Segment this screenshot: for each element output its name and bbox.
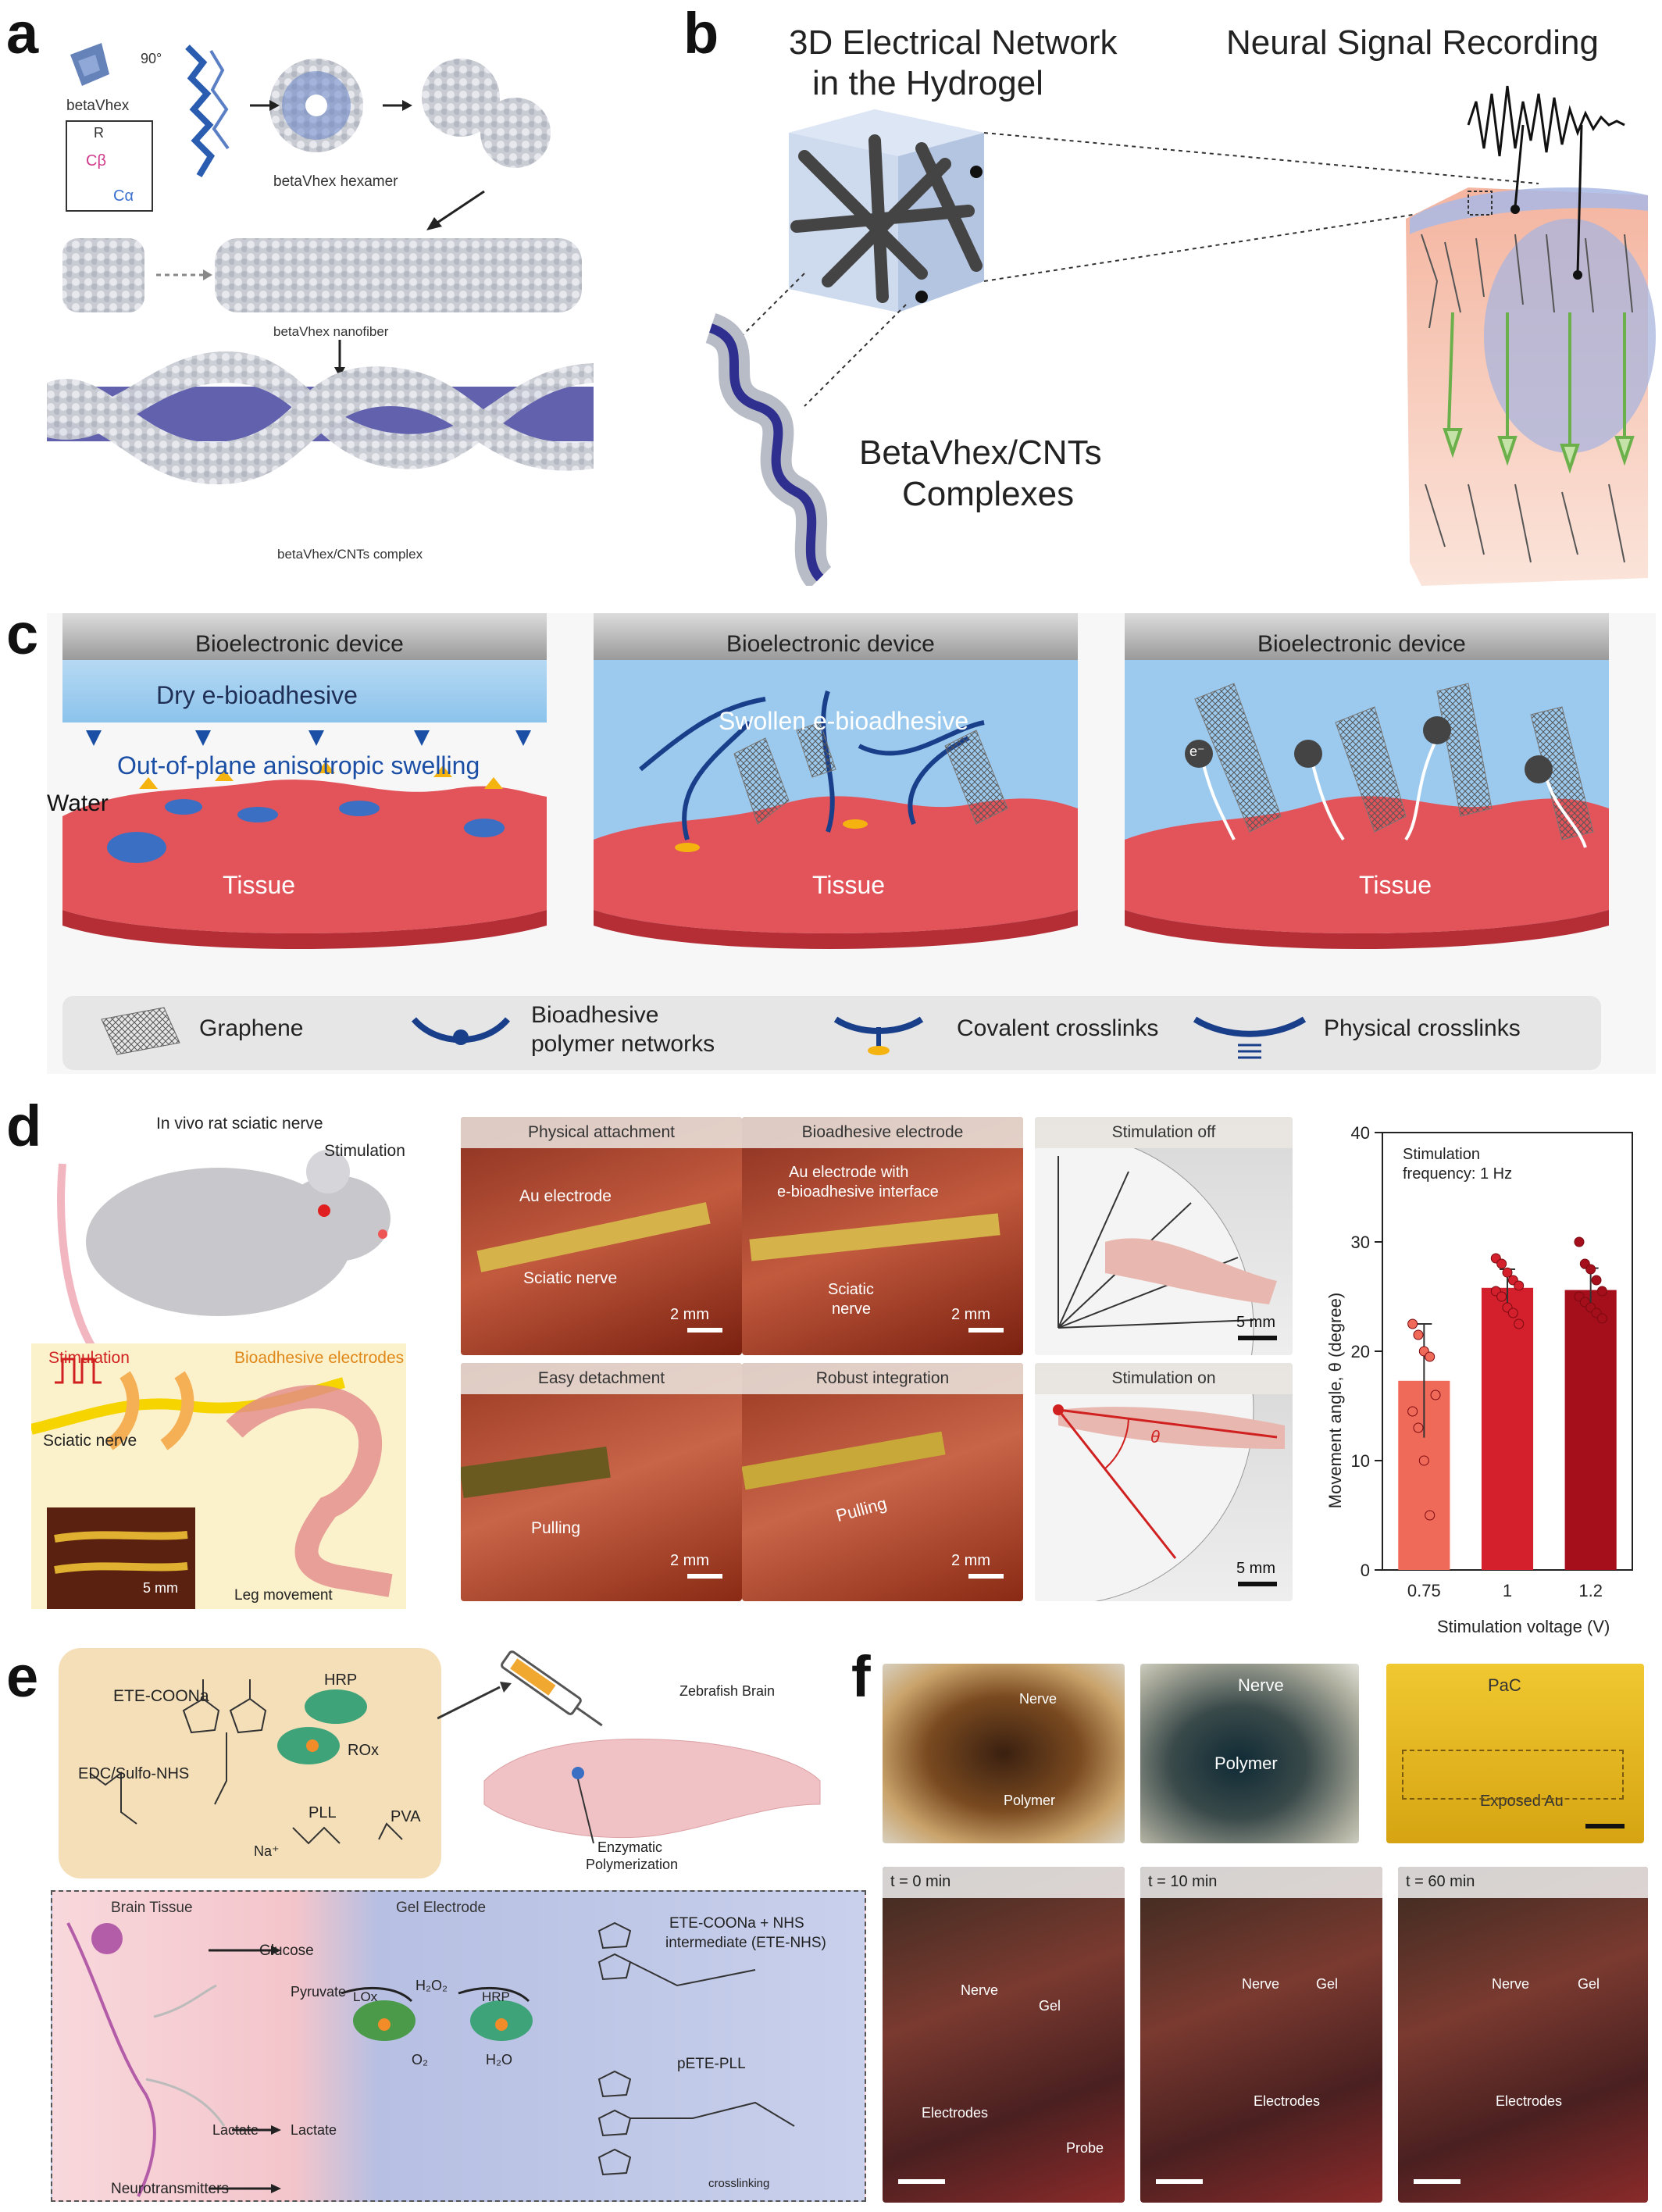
photo-t0: t = 0 min Nerve Gel Electrodes Probe [883,1867,1125,2203]
stimulation-label: Stimulation [324,1142,405,1160]
panel-c-figure [47,613,1656,1074]
chart-annotation-1: Stimulation [1403,1146,1480,1163]
panel-a-figure [47,43,594,484]
x-tick-label: 1 [1503,1581,1512,1600]
photo-robust-integration: Robust integration Pulling 2 mm [742,1363,1023,1601]
c-beta-label: Cβ [86,152,106,169]
nanofiber-label: betaVhex nanofiber [273,324,389,339]
device-label-1: Bioelectronic device [195,631,404,657]
data-point [1430,1390,1441,1400]
y-tick-label: 30 [1351,1233,1370,1252]
data-point [1496,1258,1507,1269]
data-point [1425,1351,1436,1362]
tissue-label-2: Tissue [812,871,886,899]
zebrafish-brain [437,1650,821,1844]
electron-label: e⁻ [1189,744,1205,759]
leg-movement-label: Leg movement [234,1587,333,1604]
photo-easy-detachment: Easy detachment Pulling 2 mm [461,1363,742,1601]
data-point [1574,1236,1585,1247]
complexes-label-1: BetaVhex/CNTs [859,433,1102,472]
mechanism-box: Brain Tissue Gel Electrode Glucose Pyruv… [51,1890,866,2202]
photo-physical-attachment: Physical attachment Au electrode Sciatic… [461,1117,742,1355]
recording-title: Neural Signal Recording [1226,23,1599,62]
data-point [1514,1318,1525,1329]
device-label-2: Bioelectronic device [726,631,935,657]
movement-angle-chart: 0 10 20 30 40 0.75 1 1.2 [1351,1123,1633,1600]
y-tick-label: 20 [1351,1342,1370,1361]
data-point [1507,1308,1518,1318]
photo-t10: t = 10 min Nerve Gel Electrodes [1140,1867,1382,2203]
panel-a-letter: a [6,1,39,66]
data-point [1418,1455,1429,1466]
bar-1 [1481,1287,1534,1570]
legend-physical: Physical crosslinks [1324,1015,1521,1041]
zebrafish-label: Zebrafish Brain [679,1683,776,1699]
chart-xlabel: Stimulation voltage (V) [1437,1617,1610,1636]
data-point [1407,1318,1418,1329]
data-point [1496,1291,1507,1302]
bar-1.2 [1564,1290,1617,1570]
betavhex-label: betaVhex [66,98,130,114]
data-point [1425,1510,1436,1521]
data-point [1591,1275,1602,1286]
y-tick-label: 40 [1351,1123,1370,1143]
hexamer-label: betaVhex hexamer [273,173,398,190]
tissue-label-3: Tissue [1359,871,1432,899]
photo-bioadhesive-electrode: Bioadhesive electrode Au electrode with … [742,1117,1023,1355]
network-title-1: 3D Electrical Network [789,23,1118,62]
enzymatic-label-2: Polymerization [586,1857,679,1872]
device-label-3: Bioelectronic device [1257,631,1466,657]
bioadhesive-electrodes-label: Bioadhesive electrodes [234,1349,405,1367]
photo-nerve-polymer-2: Nerve Polymer [1140,1664,1359,1843]
panel-b-figure [704,85,1656,586]
photo-stimulation-on: Stimulation on θ 5 mm [1035,1363,1293,1601]
swollen-label: Swollen e-bioadhesive [719,707,969,735]
y-tick-label: 10 [1351,1451,1370,1471]
photo-t60: t = 60 min Nerve Gel Electrodes [1398,1867,1648,2203]
data-point [1413,1422,1424,1433]
panel-e-letter: e [6,1644,39,1709]
x-tick-label: 1.2 [1578,1581,1603,1600]
chart-annotation-2: frequency: 1 Hz [1403,1165,1513,1183]
r-group-label: R [94,125,104,141]
data-point [1413,1329,1424,1340]
complex-label: betaVhex/CNTs complex [277,547,423,562]
network-title-2: in the Hydrogel [812,64,1043,102]
legend-covalent: Covalent crosslinks [957,1015,1159,1041]
complexes-label-2: Complexes [902,475,1075,513]
panel-d-letter: d [6,1094,42,1158]
x-tick-label: 0.75 [1407,1581,1441,1600]
in-vivo-label: In vivo rat sciatic nerve [156,1115,323,1133]
photo-nerve-polymer-1: Nerve Polymer [883,1664,1125,1843]
rat-illustration [31,1150,406,1609]
panel-b-letter: b [683,1,719,66]
rotation-label: 90° [141,51,162,66]
data-point [1596,1286,1607,1297]
c-alpha-label: Cα [113,187,134,205]
tissue-label-1: Tissue [223,871,296,899]
sciatic-nerve-label: Sciatic nerve [43,1432,137,1450]
panel-c-letter: c [6,601,39,666]
photo-pac-electrodes: PaC Exposed Au [1386,1664,1644,1843]
chart-ylabel: Movement angle, θ (degree) [1325,1292,1345,1509]
data-point [1585,1264,1596,1275]
swelling-label: Out-of-plane anisotropic swelling [117,751,480,780]
legend-polymer-2: polymer networks [531,1031,715,1057]
dry-label: Dry e-bioadhesive [156,681,358,709]
data-point [1407,1406,1418,1417]
legend-polymer-1: Bioadhesive [531,1002,659,1028]
panel-f-letter: f [851,1644,871,1709]
enzymatic-label-1: Enzymatic [597,1839,663,1855]
water-label: Water [47,790,109,816]
legend-graphene: Graphene [199,1015,304,1041]
scale-5mm-rat: 5 mm [143,1580,178,1596]
stim-red-label: Stimulation [48,1349,130,1367]
reagents-box: ETE-COONa EDC/Sulfo-NHS HRP ROx PLL PVA … [59,1648,441,1878]
data-point [1514,1280,1525,1291]
data-point [1502,1267,1513,1278]
photo-stimulation-off: Stimulation off 5 mm [1035,1117,1293,1355]
data-point [1596,1313,1607,1324]
y-tick-label: 0 [1361,1561,1370,1580]
